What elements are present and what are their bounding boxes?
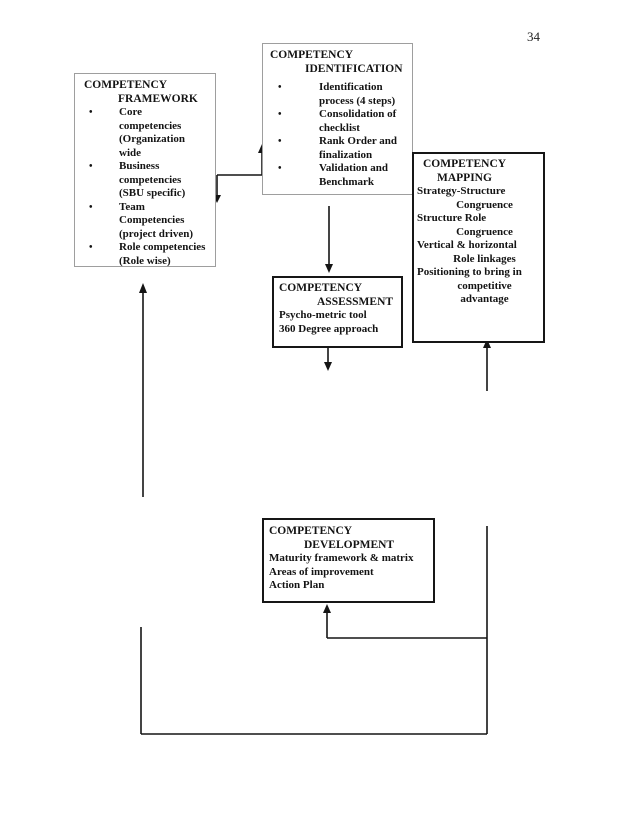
list-item-text: Validation and Benchmark [319, 162, 388, 188]
connector-to-mapping [483, 339, 491, 391]
arrow-down-from-assessment [324, 362, 332, 371]
mapping-item-text: Congruence [456, 225, 513, 238]
mapping-item-text: Vertical & horizontal [417, 239, 517, 251]
list-item: • Rank Order and finalization [270, 135, 408, 162]
bullet-icon: • [89, 201, 93, 213]
page-number: 34 [527, 29, 540, 44]
framework-title-line2: FRAMEWORK [118, 92, 198, 105]
connector-to-framework [139, 283, 147, 497]
development-title-line1: COMPETENCY [269, 525, 353, 537]
mapping-title-line1: COMPETENCY [423, 158, 507, 170]
bullet-icon: • [278, 163, 282, 174]
development-title-line2: DEVELOPMENT [304, 538, 395, 551]
bullet-icon: • [89, 161, 93, 172]
identification-title-line1: COMPETENCY [270, 49, 354, 61]
mapping-item-text: Structure Role [417, 212, 487, 224]
list-item: • Validation and Benchmark [270, 162, 408, 189]
connector-identification-to-assessment [325, 206, 333, 273]
bullet-icon: • [278, 82, 282, 93]
identification-bullet-list: • Identification process (4 steps) • Con… [270, 81, 408, 189]
competency-identification-box: COMPETENCY IDENTIFICATION • Identificati… [262, 43, 413, 195]
mapping-item-text: competitive advantage [457, 279, 512, 306]
development-line: Maturity framework & matrix [269, 552, 414, 564]
list-item: • Team Competencies (project driven) [84, 201, 211, 242]
mapping-item: Structure Role Congruence [417, 212, 540, 239]
bullet-icon: • [89, 107, 93, 118]
connector-assessment-output [324, 348, 332, 371]
assessment-line: Psycho-metric tool [279, 309, 367, 321]
framework-bullet-list: • Core competencies (Organization wide •… [84, 106, 211, 268]
mapping-item-text: Positioning to bring in [417, 266, 522, 278]
arrow-up-into-development [323, 604, 331, 613]
bullet-icon: • [278, 109, 282, 120]
framework-title-line1: COMPETENCY [84, 79, 168, 91]
competency-mapping-box: COMPETENCY MAPPING Strategy-Structure Co… [412, 152, 545, 343]
list-item-text: Rank Order and finalization [319, 135, 398, 161]
list-item-text: Consolidation of checklist [319, 108, 397, 134]
competency-assessment-box: COMPETENCY ASSESSMENT Psycho-metric tool… [272, 276, 403, 348]
mapping-item: Positioning to bring in competitive adva… [417, 266, 540, 307]
assessment-line: 360 Degree approach [279, 322, 379, 335]
list-item: • Business competencies (SBU specific) [84, 160, 211, 201]
competency-framework-box: COMPETENCY FRAMEWORK • Core competencies… [74, 73, 216, 267]
assessment-title-line2: ASSESSMENT [317, 295, 394, 308]
identification-title-line2: IDENTIFICATION [305, 62, 403, 75]
connector-framework-identification [213, 144, 266, 203]
mapping-title-line2: MAPPING [437, 171, 492, 184]
list-item: • Core competencies (Organization wide [84, 106, 211, 160]
bullet-icon: • [278, 136, 282, 147]
mapping-item-text: Congruence [456, 198, 513, 211]
arrow-down-into-assessment [325, 264, 333, 273]
list-item-text: Business competencies (SBU specific) [119, 160, 186, 199]
assessment-title-line1: COMPETENCY [279, 282, 363, 294]
list-item-text: Role competencies (Role wise) [119, 241, 206, 267]
mapping-item-text: Strategy-Structure [417, 185, 506, 197]
bullet-icon: • [89, 242, 93, 253]
arrow-up-into-framework [139, 283, 147, 293]
development-line: Action Plan [269, 579, 325, 591]
competency-development-box: COMPETENCY DEVELOPMENT Maturity framewor… [262, 518, 435, 603]
list-item: • Consolidation of checklist [270, 108, 408, 135]
mapping-item: Vertical & horizontal Role linkages [417, 239, 540, 266]
list-item-text: Core competencies (Organization wide [119, 106, 185, 159]
list-item: • Role competencies (Role wise) [84, 241, 211, 268]
development-line: Areas of improvement [269, 565, 374, 578]
list-item-text: Team Competencies (project driven) [119, 200, 194, 240]
list-item-text: Identification process (4 steps) [319, 81, 396, 107]
list-item: • Identification process (4 steps) [270, 81, 408, 108]
mapping-item: Strategy-Structure Congruence [417, 185, 540, 212]
mapping-item-text: Role linkages [453, 252, 516, 265]
